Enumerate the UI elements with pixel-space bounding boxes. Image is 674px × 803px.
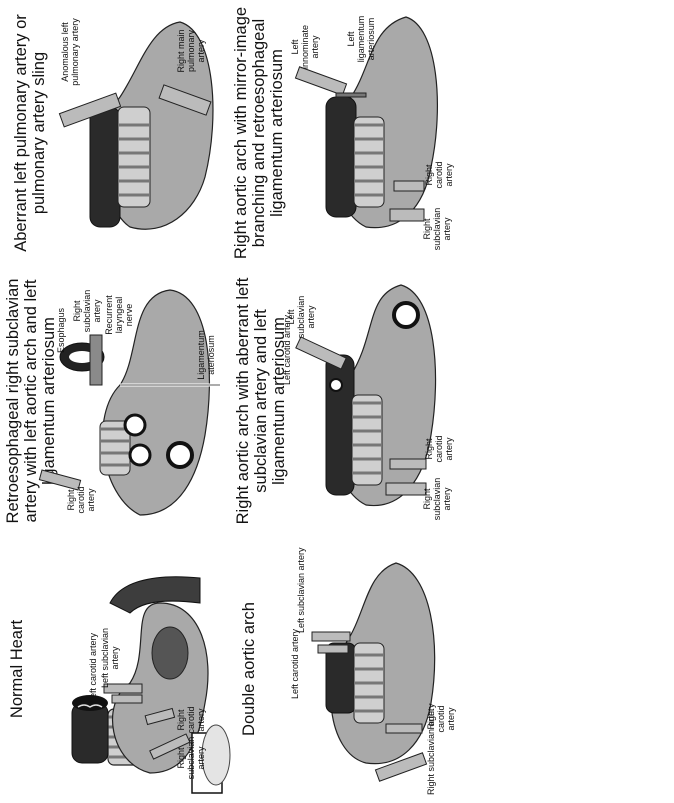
right-carotid-vessel bbox=[394, 181, 424, 191]
double-arch-illustration bbox=[226, 535, 450, 803]
esophagus bbox=[72, 703, 108, 763]
panel-retroesophageal-subclavian: Retroesophageal right subclavian artery … bbox=[0, 267, 224, 535]
trachea bbox=[354, 117, 384, 207]
right-arch-aberrant-illustration bbox=[226, 267, 450, 535]
trachea bbox=[118, 107, 150, 207]
panel-right-arch-aberrant-left-subclavian: Right aortic arch with aberrant left sub… bbox=[226, 267, 450, 535]
right-carotid-vessel bbox=[390, 459, 426, 469]
label-right-subclavian: Right subclavian artery bbox=[422, 199, 452, 259]
panel-pulmonary-artery-sling: Aberrant left pulmonary artery or pulmon… bbox=[0, 0, 224, 267]
esophagus bbox=[326, 355, 354, 495]
left-carotid-vessel bbox=[318, 645, 348, 653]
mirror-image-illustration bbox=[226, 0, 450, 267]
label-anomalous-lpa: Anomalous left pulmonary artery bbox=[60, 17, 80, 87]
label-left-subclavian: Left subclavian artery bbox=[100, 623, 120, 693]
right-subclavian-vessel bbox=[386, 483, 426, 495]
label-left-carotid: Left carotid artery bbox=[290, 629, 300, 699]
label-left-carotid: Left carotid artery bbox=[88, 633, 98, 703]
panel-double-aortic-arch: Double aortic arch Left carotid artery L… bbox=[226, 535, 450, 803]
label-right-main-pa: Right main pulmonary artery bbox=[176, 21, 206, 81]
right-subclavian-vessel bbox=[90, 335, 102, 385]
label-right-carotid: Right carotid artery bbox=[426, 699, 456, 739]
left-subclavian-vessel bbox=[312, 632, 350, 641]
trachea bbox=[352, 395, 382, 485]
label-right-subclavian: Right subclavian artery bbox=[176, 733, 206, 783]
right-subclavian-vessel bbox=[390, 209, 424, 221]
left-carotid-vessel bbox=[112, 695, 142, 703]
label-recurrent-laryngeal: Recurrent laryngeal nerve bbox=[104, 285, 134, 345]
label-ligamentum: Ligamentum ateriosum bbox=[196, 325, 216, 385]
esophagus bbox=[90, 107, 120, 227]
label-esophagus: Esophagus bbox=[56, 308, 66, 353]
label-left-subclavian: Left subclavian artery bbox=[296, 547, 306, 633]
panel-normal-heart: Normal Heart Left carotid artery bbox=[0, 535, 224, 803]
trachea bbox=[354, 643, 384, 723]
label-left-innominate: Left innominate artery bbox=[290, 17, 320, 77]
label-right-carotid: Right carotid artery bbox=[424, 429, 454, 469]
panel-right-arch-mirror-image: Right aortic arch with mirror-image bran… bbox=[226, 0, 450, 267]
left-ligamentum bbox=[336, 93, 366, 97]
label-right-subclavian: Right subclavian artery bbox=[422, 469, 452, 529]
right-carotid-vessel bbox=[386, 724, 422, 733]
label-right-carotid: Right carotid artery bbox=[424, 155, 454, 195]
label-left-ligamentum: Left ligamentum arteriosum bbox=[346, 11, 376, 67]
label-right-subclavian: Right subclavian artery bbox=[72, 283, 102, 339]
label-left-subclavian: Left subclavian artery bbox=[286, 289, 316, 345]
label-right-carotid: Right carotid artery bbox=[66, 475, 96, 525]
esophagus bbox=[326, 97, 356, 217]
